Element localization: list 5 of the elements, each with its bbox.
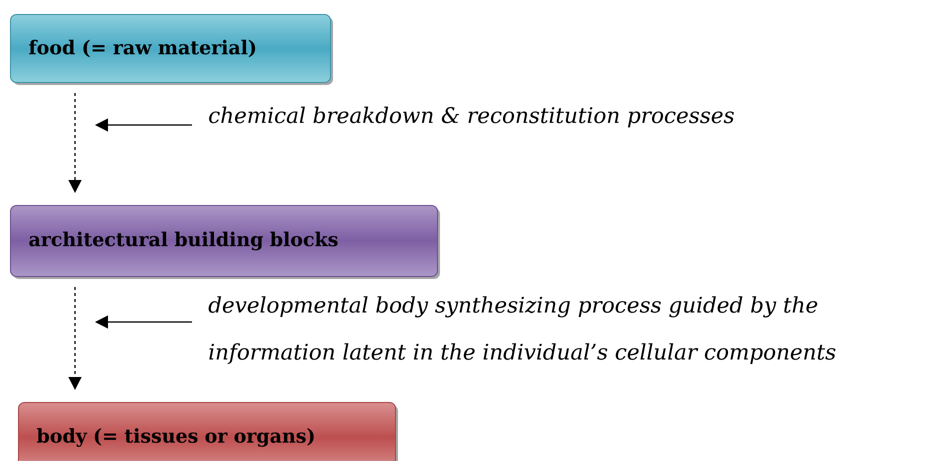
annotation-text: developmental body synthesizing process guided by the information latent in the individual’s cellular components (208, 296, 836, 364)
process-box: architectural building blocks (10, 205, 440, 279)
annotation-text: chemical breakdown & reconstitution processes (209, 106, 734, 128)
process-box: food (= raw material) (10, 14, 333, 85)
process-box: body (= tissues or organs) (18, 402, 398, 461)
